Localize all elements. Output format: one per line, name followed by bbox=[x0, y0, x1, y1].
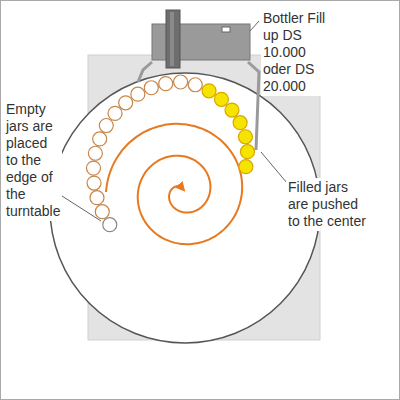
empty-jar bbox=[90, 191, 104, 205]
empty-jar bbox=[174, 75, 188, 89]
filled-jar bbox=[238, 130, 252, 144]
callout-text: Empty jars are placed to the edge of the… bbox=[4, 100, 62, 221]
callout-holder: Empty jars are placed to the edge of the… bbox=[4, 100, 62, 221]
empty-jar bbox=[131, 87, 145, 101]
turntable bbox=[50, 73, 320, 343]
empty-jar bbox=[108, 106, 122, 120]
spiral-path bbox=[106, 124, 242, 244]
empty-jar bbox=[86, 161, 100, 175]
filled-jar bbox=[239, 160, 253, 174]
filled-jar bbox=[214, 92, 228, 106]
empty-jar bbox=[159, 77, 173, 91]
spiral-arrow bbox=[106, 124, 242, 244]
nozzle-highlight bbox=[170, 12, 174, 66]
callout-holder: Bottler Fill up DS 10.000 oder DS 20.000 bbox=[261, 9, 331, 96]
callout-holder: Filled jars are pushed to the center bbox=[286, 178, 370, 231]
empty-jar bbox=[188, 78, 202, 92]
filled-jar bbox=[233, 116, 247, 130]
filled-jar bbox=[202, 84, 216, 98]
jar-row bbox=[86, 75, 254, 232]
push-rail bbox=[248, 62, 259, 150]
empty-jar bbox=[144, 81, 158, 95]
empty-jar bbox=[93, 132, 107, 146]
empty-jar bbox=[119, 96, 133, 110]
empty-jar bbox=[88, 146, 102, 160]
inlet-guide bbox=[138, 62, 152, 82]
leader-line bbox=[250, 21, 259, 31]
filled-jar bbox=[240, 145, 254, 159]
callout-text: Bottler Fill up DS 10.000 oder DS 20.000 bbox=[261, 9, 331, 96]
filled-jar bbox=[225, 103, 239, 117]
empty-jar bbox=[103, 218, 117, 232]
empty-jar bbox=[95, 205, 109, 219]
empty-jar bbox=[87, 176, 101, 190]
leader-line bbox=[62, 196, 101, 221]
callout-text: Filled jars are pushed to the center bbox=[286, 178, 370, 231]
filler-nozzle bbox=[166, 10, 180, 68]
bottler-notch bbox=[222, 27, 230, 32]
empty-jar bbox=[99, 119, 113, 133]
leader-line bbox=[261, 152, 287, 183]
